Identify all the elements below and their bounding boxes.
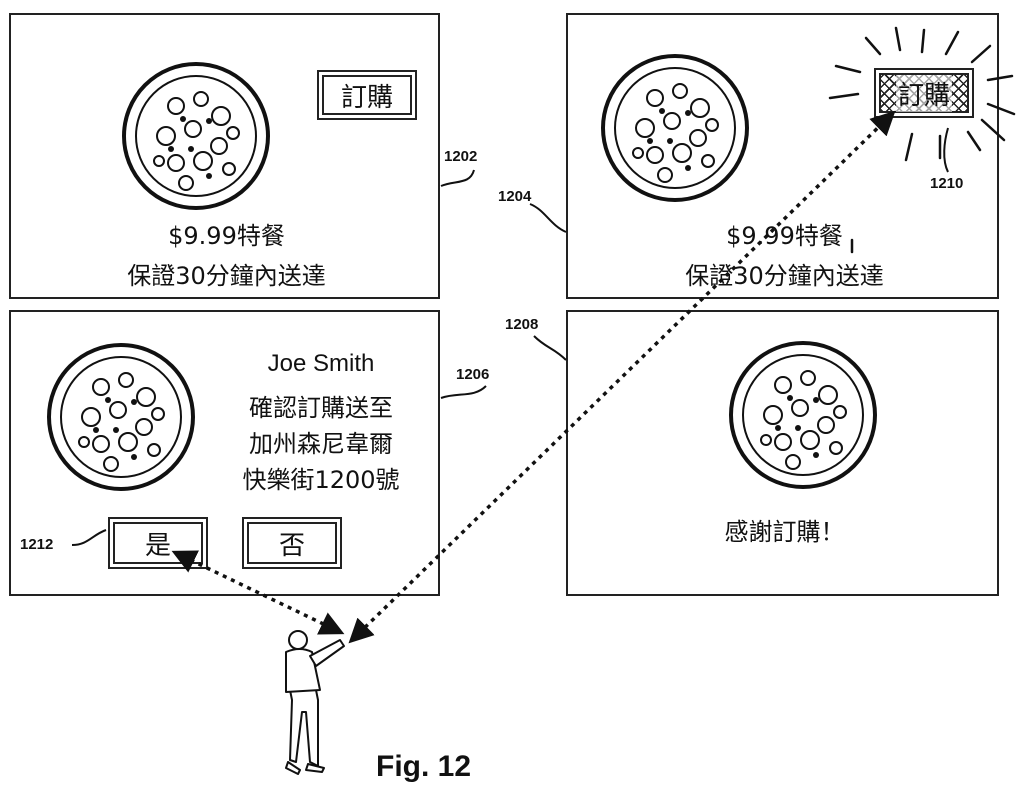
pizza-image <box>729 341 877 489</box>
pizza-image <box>122 62 270 210</box>
ref-1208: 1208 <box>505 316 539 333</box>
ref-1204: 1204 <box>498 188 532 205</box>
pizza-image <box>47 343 195 491</box>
ref-1206: 1206 <box>456 366 490 383</box>
confirm-line-1: 確認訂購送至 <box>249 394 393 422</box>
panel-1206: Joe Smith 確認訂購送至 加州森尼韋爾 快樂街1200號 是 否 <box>9 310 440 596</box>
delivery-guarantee-text: 保證30分鐘內送達 <box>685 262 884 290</box>
user-figure <box>285 630 345 775</box>
leader-1208 <box>533 335 567 361</box>
confirm-line-2: 加州森尼韋爾 <box>249 430 393 458</box>
ref-1210: 1210 <box>930 175 964 192</box>
customer-name: Joe Smith <box>267 350 375 377</box>
yes-button[interactable]: 是 <box>108 517 208 569</box>
no-button[interactable]: 否 <box>242 517 342 569</box>
delivery-guarantee-text: 保證30分鐘內送達 <box>127 262 326 290</box>
panel-1204: 訂購 $9.99特餐 保證30分鐘內送達 <box>566 13 999 299</box>
thank-you-message: 感謝訂購！ <box>724 518 845 546</box>
panel-1202: 訂購 $9.99特餐 保證30分鐘內送達 <box>9 13 440 299</box>
ref-1202: 1202 <box>444 148 478 165</box>
leader-1202 <box>440 169 475 187</box>
ref-1212: 1212 <box>20 536 54 553</box>
figure-caption: Fig. 12 <box>376 750 472 783</box>
panel-1208: 感謝訂購！ <box>566 310 999 596</box>
confirm-line-3: 快樂街1200號 <box>242 466 400 494</box>
order-button[interactable]: 訂購 <box>317 70 417 120</box>
leader-1204 <box>529 203 567 233</box>
special-price-text: $9.99特餐 <box>168 222 285 250</box>
order-button-highlighted[interactable]: 訂購 <box>874 68 974 118</box>
leader-1206 <box>440 385 487 399</box>
pizza-image <box>601 54 749 202</box>
special-price-text: $9.99特餐 <box>726 222 843 250</box>
